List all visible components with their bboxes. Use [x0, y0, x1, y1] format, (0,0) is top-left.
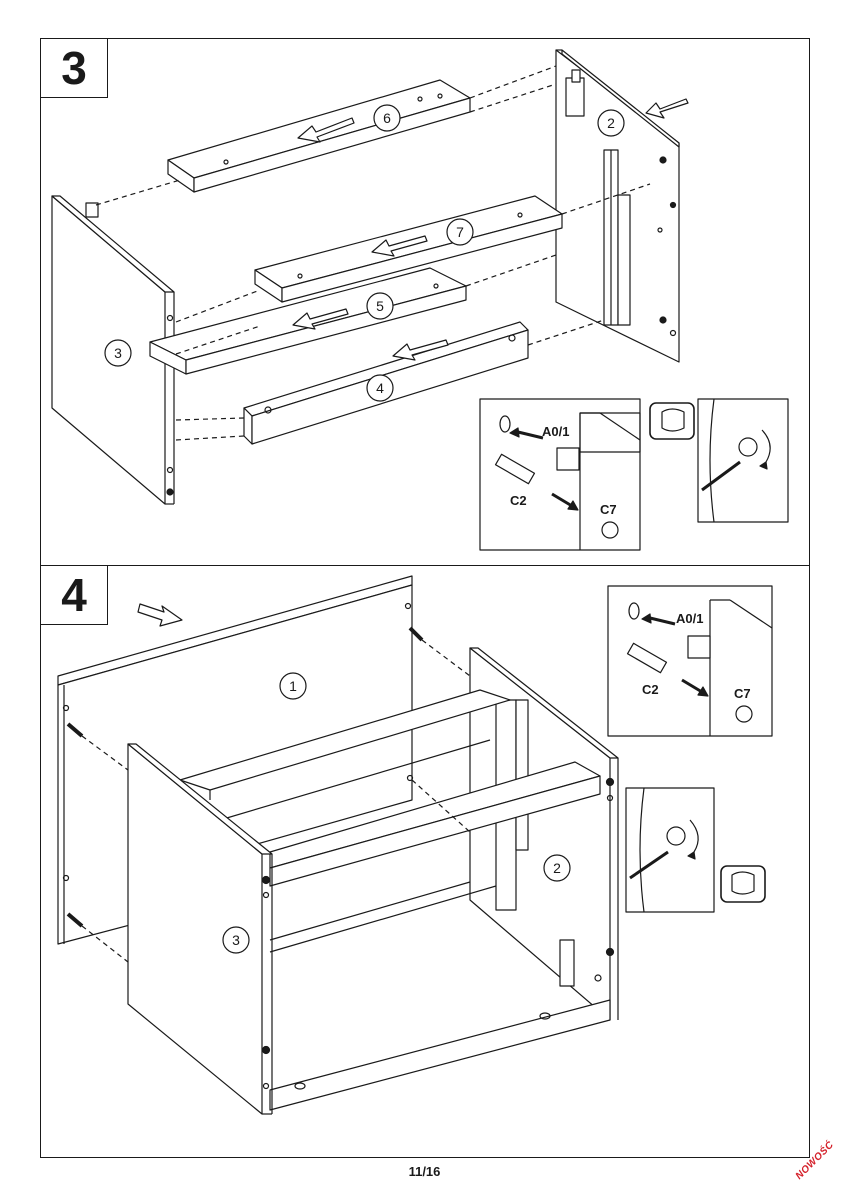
screwdriver-detail-box [625, 787, 715, 913]
rail-6 [167, 79, 471, 179]
slide-arrow [392, 339, 449, 361]
step-3-drawing [51, 49, 789, 551]
slide-arrow [297, 117, 355, 143]
part-label-2: 2 [553, 860, 561, 876]
insert-arrow [137, 603, 183, 627]
part-label-4: 4 [376, 380, 384, 396]
slide-arrow [292, 308, 349, 330]
rotate-icon [720, 865, 766, 903]
step-3-panel: 3 [40, 38, 810, 566]
part-label-3: 3 [232, 932, 240, 948]
part-labels [222, 672, 571, 954]
step-4-drawing [57, 575, 773, 1115]
back-rail [179, 689, 511, 791]
screwdriver-detail-box [697, 398, 789, 523]
step-4-panel: 4 [40, 566, 810, 1158]
page-number: 11/16 [408, 1164, 441, 1179]
rotate-icon [649, 402, 695, 440]
insert-arrow [645, 98, 689, 119]
cam-bolt-code: C2 [642, 682, 659, 697]
part-label-3: 3 [114, 345, 122, 361]
bottom-panel [269, 999, 611, 1111]
cam-lock-code: C7 [734, 686, 751, 701]
cam-bolt-code: C2 [510, 493, 527, 508]
part-label-1: 1 [289, 678, 297, 694]
part-label-2: 2 [607, 115, 615, 131]
part-label-6: 6 [383, 110, 391, 126]
assembly-guides [81, 639, 471, 963]
dowel-code: A0/1 [542, 424, 569, 439]
part-label-5: 5 [376, 298, 384, 314]
part-label-7: 7 [456, 224, 464, 240]
part-labels [104, 104, 625, 402]
slide-arrow [371, 235, 428, 257]
step-number: 4 [41, 566, 108, 625]
assembly-guides [95, 65, 651, 441]
dowel-code: A0/1 [676, 611, 703, 626]
cam-lock-code: C7 [600, 502, 617, 517]
step-number: 3 [41, 39, 108, 98]
